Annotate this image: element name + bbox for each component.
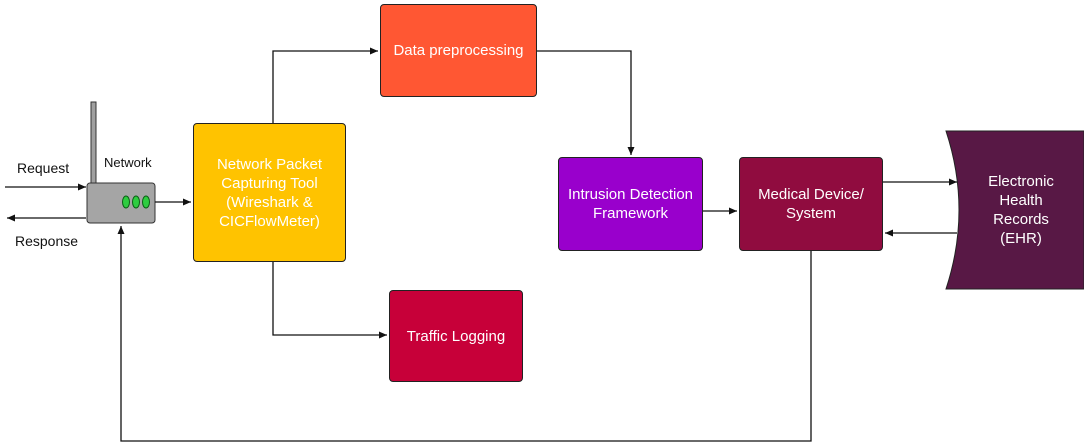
- arrow-capture-to-logging: [272, 262, 387, 339]
- response-label: Response: [15, 233, 79, 249]
- request-label: Request: [17, 160, 70, 176]
- arrow-capture-to-preprocessing: [272, 47, 378, 123]
- ehr-label: Electronic Health Records (EHR): [988, 173, 1054, 247]
- medical-device-box: Medical Device/ System: [739, 157, 883, 251]
- intrusion-detection-box: Intrusion Detection Framework: [558, 157, 703, 251]
- data-preprocessing-box: Data preprocessing: [380, 4, 537, 97]
- network-label: Network: [104, 155, 152, 170]
- arrow-preprocessing-to-ids: [537, 50, 635, 155]
- packet-capture-tool-box: Network Packet Capturing Tool (Wireshark…: [193, 123, 346, 262]
- arrow-medical-to-router: [117, 226, 812, 442]
- traffic-logging-box: Traffic Logging: [389, 290, 523, 382]
- router-icon: [86, 101, 156, 224]
- ehr-shape: [945, 130, 1084, 290]
